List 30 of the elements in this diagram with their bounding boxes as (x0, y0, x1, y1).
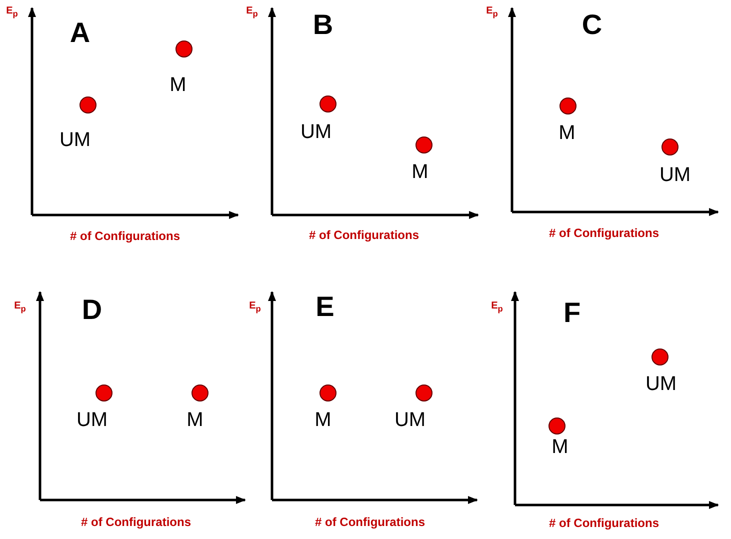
axis-title: E$_{p}$ (14, 301, 26, 313)
axis-title: # of Configurations (70, 230, 180, 242)
axis-title: # of Configurations (549, 227, 659, 239)
axis-title: E$_{p}$ (249, 301, 261, 313)
point-label: M (314, 410, 332, 430)
axis-title: E$_{p}$ (486, 6, 498, 18)
panel-letter: A (70, 19, 90, 47)
panel-letter: F (563, 299, 581, 327)
axis-title: E$_{p}$ (491, 301, 503, 313)
axis-title: E$_{p}$ (6, 6, 18, 18)
point-label: UM (659, 165, 691, 185)
panel-letter: C (582, 11, 602, 39)
point-label: M (412, 162, 428, 182)
point-label: M (170, 75, 186, 95)
axis-title: # of Configurations (81, 516, 191, 528)
point-label: M (186, 410, 204, 430)
panel-letter: E (316, 293, 334, 321)
panel-letter: B (312, 11, 334, 39)
axis-title: E$_{p}$ (246, 6, 258, 18)
axis-title: # of Configurations (315, 516, 425, 528)
point-label: M (552, 437, 568, 457)
point-label: UM (76, 410, 108, 430)
axis-title: # of Configurations (309, 229, 419, 241)
point-label: UM (300, 122, 332, 142)
panel-letter: D (82, 296, 102, 324)
point-label: UM (645, 374, 677, 394)
point-label: M (558, 123, 576, 143)
point-label: UM (394, 410, 426, 430)
axis-title: # of Configurations (549, 517, 659, 529)
point-label: UM (59, 130, 91, 150)
